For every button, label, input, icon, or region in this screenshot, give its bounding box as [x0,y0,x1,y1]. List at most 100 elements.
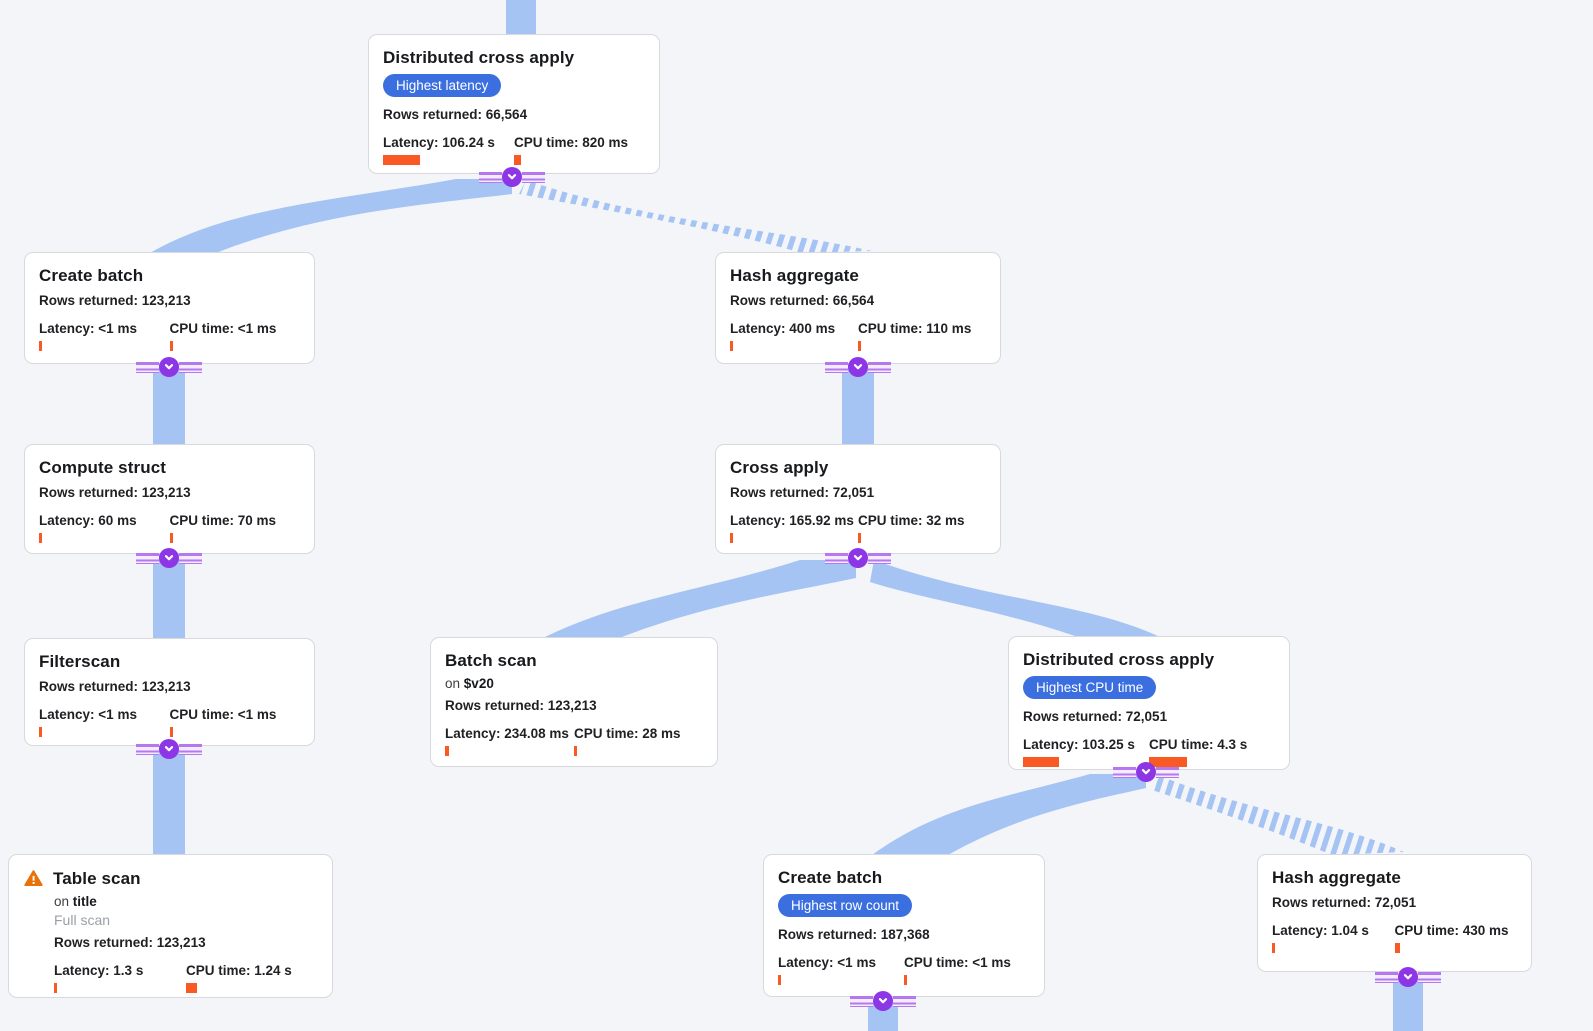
rows-returned: Rows returned: 72,051 [1272,895,1417,910]
warning-icon [23,868,44,889]
latency-bar [730,341,733,351]
latency-stat: Latency: <1 ms [39,321,170,351]
edge-parent-to-dca-top [506,0,536,36]
latency-bar [39,533,42,543]
rows-returned: Rows returned: 66,564 [730,293,875,308]
scan-type: Full scan [54,912,111,928]
cpu-stat: CPU time: <1 ms [169,707,301,737]
cpu-stat: CPU time: 820 ms [514,135,645,165]
plan-node-table-scan[interactable]: Table scan on title Full scan Rows retur… [8,854,333,998]
connector-stripes [136,552,159,564]
node-title: Distributed cross apply [1023,650,1215,669]
node-title: Cross apply [730,458,829,477]
cpu-stat: CPU time: 4.3 s [1149,737,1275,767]
node-title: Batch scan [445,651,537,670]
cpu-stat: CPU time: <1 ms [904,955,1030,985]
connector-stripes [825,361,848,373]
chevron-down-icon[interactable] [1398,967,1418,987]
chevron-down-icon[interactable] [502,167,522,187]
collapse-connector-dca-top[interactable] [479,167,545,187]
connector-stripes [522,171,545,183]
connector-stripes [1156,766,1179,778]
rows-returned: Rows returned: 72,051 [730,485,875,500]
plan-node-batch-scan[interactable]: Batch scan on $v20 Rows returned: 123,21… [430,637,718,767]
cpu-bar [904,975,907,985]
connector-stripes [136,361,159,373]
latency-stat: Latency: <1 ms [778,955,904,985]
plan-node-dca-top[interactable]: Distributed cross apply Highest latency … [368,34,660,174]
latency-stat: Latency: 165.92 ms [730,513,858,543]
chevron-down-icon[interactable] [1136,762,1156,782]
rows-returned: Rows returned: 123,213 [39,293,191,308]
rows-returned: Rows returned: 123,213 [39,679,191,694]
plan-node-cross-apply[interactable]: Cross apply Rows returned: 72,051 Latenc… [715,444,1001,554]
rows-returned: Rows returned: 187,368 [778,927,930,942]
scan-target: on title [54,894,97,909]
latency-bar [1023,757,1059,767]
connector-stripes [893,995,916,1007]
latency-stat: Latency: 60 ms [39,513,170,543]
connector-stripes [1113,766,1136,778]
cpu-stat: CPU time: 430 ms [1394,923,1518,953]
connector-stripes [850,995,873,1007]
latency-stat: Latency: 1.04 s [1272,923,1395,953]
connector-stripes [1375,971,1398,983]
collapse-connector-filterscan[interactable] [136,739,202,759]
plan-node-create-batch-2[interactable]: Create batch Highest row count Rows retu… [763,854,1045,997]
chevron-down-icon[interactable] [873,991,893,1011]
cpu-bar [574,746,577,756]
latency-stat: Latency: 103.25 s [1023,737,1149,767]
cpu-bar [858,533,861,543]
chevron-down-icon[interactable] [159,739,179,759]
plan-node-hash-aggregate-1[interactable]: Hash aggregate Rows returned: 66,564 Lat… [715,252,1001,364]
rows-returned: Rows returned: 123,213 [54,935,206,950]
latency-stat: Latency: 1.3 s [54,963,186,993]
cpu-stat: CPU time: 32 ms [858,513,986,543]
plan-node-compute-struct[interactable]: Compute struct Rows returned: 123,213 La… [24,444,315,554]
collapse-connector-create-batch-1[interactable] [136,357,202,377]
latency-bar [1272,943,1275,953]
latency-stat: Latency: <1 ms [39,707,170,737]
collapse-connector-hash-aggregate-1[interactable] [825,357,891,377]
latency-bar [730,533,733,543]
collapse-connector-cross-apply[interactable] [825,548,891,568]
connector-stripes [868,361,891,373]
cpu-bar [858,341,861,351]
collapse-connector-dca-2[interactable] [1113,762,1179,782]
rows-returned: Rows returned: 72,051 [1023,709,1168,724]
node-title: Filterscan [39,652,121,671]
connector-stripes [179,361,202,373]
node-title: Distributed cross apply [383,48,575,67]
chevron-down-icon[interactable] [848,357,868,377]
node-title: Hash aggregate [1272,868,1401,887]
edge-dca-top-to-hash-aggregate-1 [519,180,872,253]
cpu-stat: CPU time: 28 ms [574,726,703,756]
collapse-connector-hash-aggregate-2[interactable] [1375,967,1441,987]
status-badge: Highest CPU time [1023,676,1157,699]
plan-node-hash-aggregate-2[interactable]: Hash aggregate Rows returned: 72,051 Lat… [1257,854,1532,972]
cpu-bar [169,341,173,351]
chevron-down-icon[interactable] [159,548,179,568]
status-badge: Highest latency [383,74,502,97]
node-title: Compute struct [39,458,167,477]
latency-bar [445,746,449,756]
edge-dca-top-to-create-batch-1 [150,179,512,253]
collapse-connector-create-batch-2[interactable] [850,991,916,1011]
plan-node-create-batch-1[interactable]: Create batch Rows returned: 123,213 Late… [24,252,315,364]
cpu-bar [514,155,521,165]
cpu-bar [1149,757,1187,767]
latency-stat: Latency: 234.08 ms [445,726,574,756]
cpu-bar [169,533,173,543]
edge-filterscan-to-table-scan [153,744,185,856]
cpu-stat: CPU time: 1.24 s [186,963,318,993]
latency-bar [54,983,57,993]
latency-bar [39,341,42,351]
plan-node-dca-2[interactable]: Distributed cross apply Highest CPU time… [1008,636,1290,770]
cpu-bar [186,983,197,993]
plan-node-filterscan[interactable]: Filterscan Rows returned: 123,213 Latenc… [24,638,315,746]
collapse-connector-compute-struct[interactable] [136,548,202,568]
chevron-down-icon[interactable] [159,357,179,377]
latency-bar [39,727,42,737]
chevron-down-icon[interactable] [848,548,868,568]
